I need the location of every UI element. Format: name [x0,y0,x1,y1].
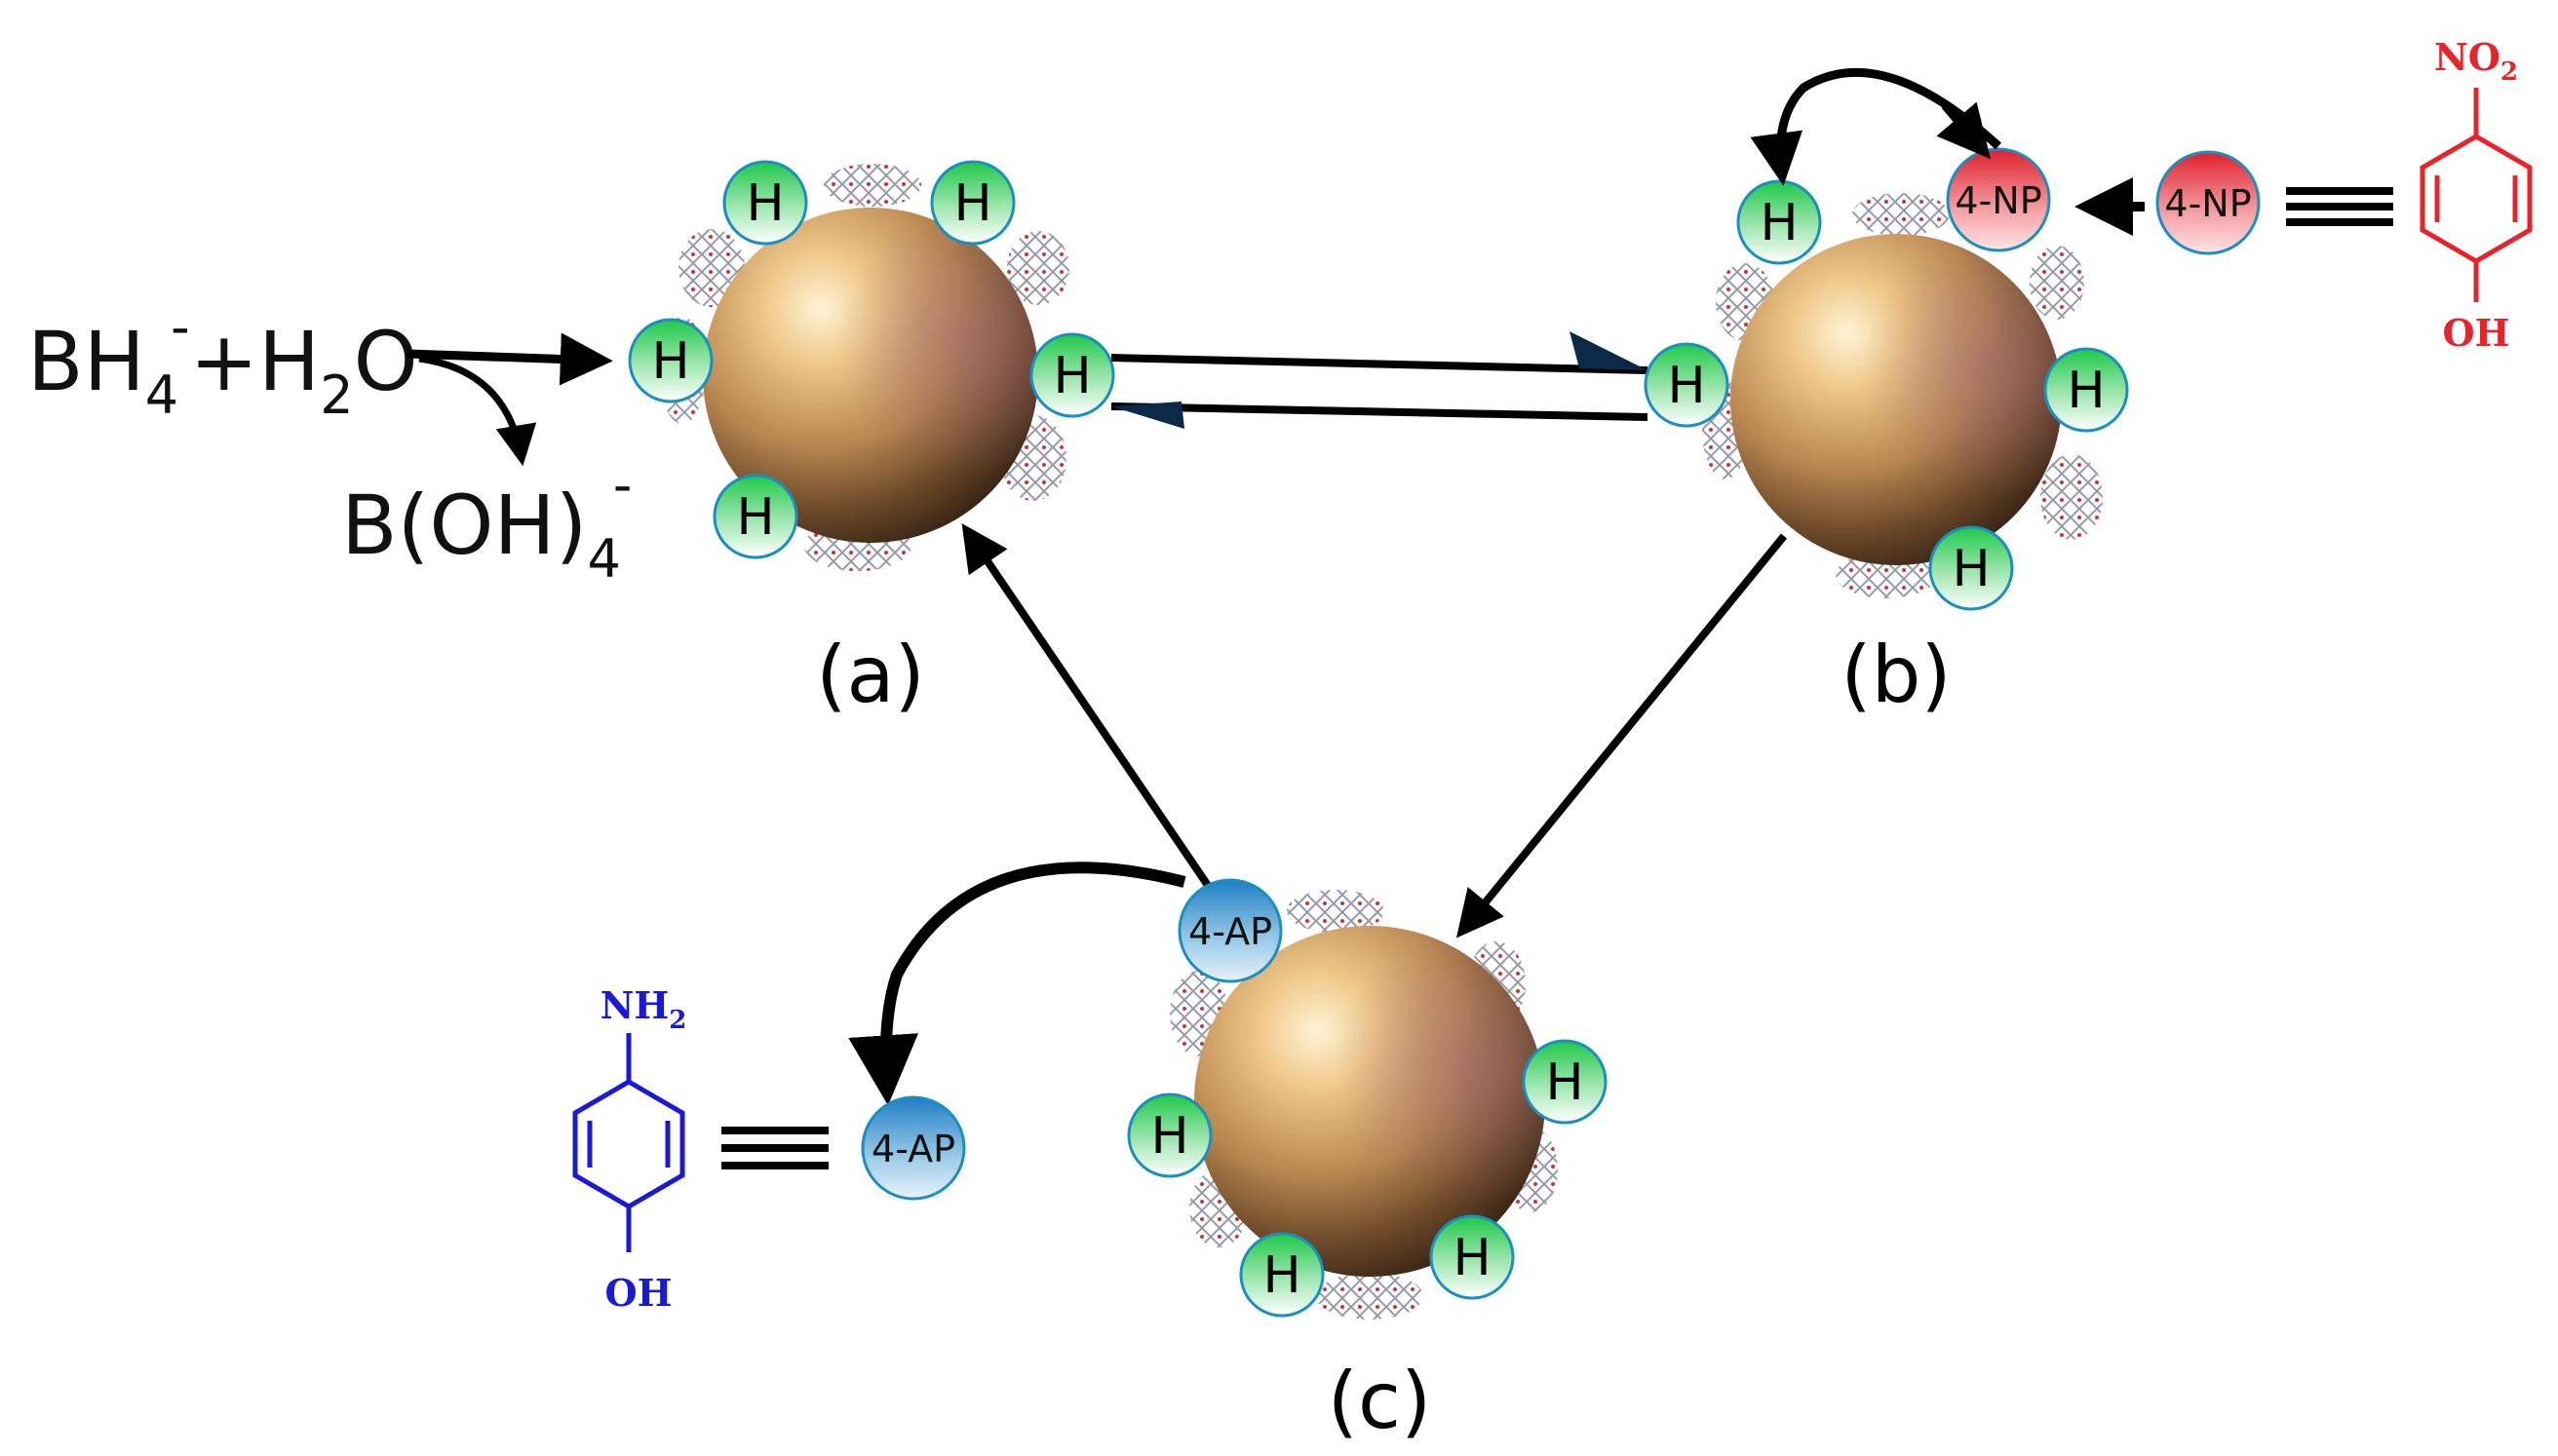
arrow-c-to-a [961,523,1213,890]
svg-text:H: H [1150,1107,1188,1166]
aminophenol-structure: NH2 OH [572,983,687,1315]
product-subscript: 4 [587,528,620,590]
nanoparticle-c: 4-AP H H H H (c) [1127,878,1608,1446]
svg-text:H: H [953,174,991,233]
svg-text:H: H [2067,362,2105,420]
aminophenol-badge: 4-AP [861,1095,966,1201]
aminophenol-release: 4-AP NH2 OH [572,983,966,1315]
equivalence-sign [2286,187,2393,226]
water-label: +H [190,314,321,409]
nanoparticle-a: H H H H H (a) [628,160,1115,720]
hydrogen-badge: H [722,160,808,246]
nanoparticle-b: H H H H 4-NP (b) [1644,67,2129,720]
panel-label-c: (c) [1328,1356,1431,1446]
hydrogen-badge: H [1127,1092,1213,1178]
reaction-arrow [407,332,613,386]
svg-text:H: H [1952,540,1990,598]
equilibrium-arrows [1110,331,1648,429]
water-subscript: 2 [320,364,353,426]
svg-text:BH4-+H2O: BH4-+H2O [27,296,418,426]
hydrogen-badge: H [1522,1039,1608,1125]
product-label: B(OH) [341,478,587,573]
svg-text:H: H [1760,194,1798,252]
svg-text:OH: OH [604,1271,672,1315]
reactant-label: BH [27,314,145,409]
nitrophenol-badge: 4-NP [1946,147,2051,252]
borohydride-reaction: BH4-+H2O B(OH)4- [27,296,632,590]
product-release-arrow [848,862,1186,1106]
svg-text:H: H [1053,347,1091,405]
hydrogen-badge: H [930,160,1016,246]
svg-text:H: H [1453,1229,1491,1287]
svg-text:H: H [1262,1246,1300,1305]
svg-text:NO2: NO2 [2434,35,2518,87]
hydrogen-badge: H [1429,1214,1515,1300]
nitrophenol-badge: 4-NP [2155,150,2261,255]
svg-text:OH: OH [2442,311,2509,355]
panel-label-b: (b) [1841,630,1951,720]
svg-text:4-NP: 4-NP [2164,182,2251,225]
svg-text:4-AP: 4-AP [1188,910,1272,953]
hydrogen-badge: H [1029,332,1115,418]
hydrogen-badge: H [1928,525,2014,611]
hydrogen-badge: H [1644,342,1729,428]
hydrogen-badge: H [628,318,714,403]
water-oxygen: O [354,314,418,409]
aminophenol-badge: 4-AP [1178,878,1283,983]
reactant-subscript: 4 [145,364,178,426]
svg-text:H: H [1667,357,1705,415]
equivalence-sign [721,1127,829,1169]
svg-text:H: H [746,174,784,233]
hydrogen-badge: H [1736,179,1822,265]
svg-text:H: H [1545,1054,1583,1112]
product-superscript: - [613,454,633,516]
nitrophenol-adsorption: 4-NP NO2 OH [2074,35,2533,355]
hydrogen-badge: H [713,474,798,559]
arrow-b-to-c [1455,533,1788,939]
reactant-superscript: - [171,296,190,358]
svg-text:B(OH)4-: B(OH)4 - [341,454,632,590]
hydrogen-badge: H [1239,1232,1325,1318]
svg-text:4-NP: 4-NP [1955,179,2041,222]
svg-text:NH2: NH2 [601,983,687,1035]
byproduct-arrow [418,355,537,467]
svg-text:4-AP: 4-AP [872,1128,955,1170]
nitrophenol-structure: NO2 OH [2420,35,2533,355]
svg-text:H: H [736,488,774,547]
svg-text:H: H [651,332,689,391]
hydrogen-badge: H [2043,347,2129,433]
panel-label-a: (a) [816,630,924,720]
